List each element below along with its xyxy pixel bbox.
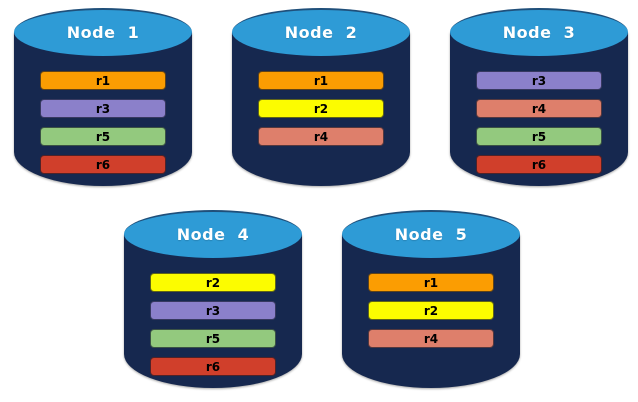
record-bar-r6[interactable]: r6 — [40, 155, 166, 174]
database-node-3[interactable]: Node 3 r3 r4 r5 r6 — [450, 8, 628, 186]
record-bar-r2[interactable]: r2 — [258, 99, 384, 118]
record-bar-r2[interactable]: r2 — [150, 273, 276, 292]
record-bar-r5[interactable]: r5 — [40, 127, 166, 146]
record-bar-r6[interactable]: r6 — [150, 357, 276, 376]
node-label: Node 4 — [176, 224, 250, 244]
record-bar-r2[interactable]: r2 — [368, 301, 494, 320]
cylinder-top-icon — [124, 210, 302, 258]
record-list: r1 r3 r5 r6 — [40, 71, 166, 174]
cylinder-top-icon — [450, 8, 628, 56]
record-list: r1 r2 r4 — [368, 273, 494, 348]
database-node-1[interactable]: Node 1 r1 r3 r5 r6 — [14, 8, 192, 186]
record-bar-r1[interactable]: r1 — [40, 71, 166, 90]
cylinder-top-icon — [14, 8, 192, 56]
record-bar-r4[interactable]: r4 — [368, 329, 494, 348]
node-label: Node 5 — [394, 224, 468, 244]
record-bar-r3[interactable]: r3 — [476, 71, 602, 90]
record-bar-r5[interactable]: r5 — [476, 127, 602, 146]
cylinder-top-icon — [232, 8, 410, 56]
record-bar-r4[interactable]: r4 — [476, 99, 602, 118]
record-list: r2 r3 r5 r6 — [150, 273, 276, 376]
record-list: r3 r4 r5 r6 — [476, 71, 602, 174]
record-list: r1 r2 r4 — [258, 71, 384, 146]
record-bar-r1[interactable]: r1 — [258, 71, 384, 90]
cylinder-top-icon — [342, 210, 520, 258]
database-node-5[interactable]: Node 5 r1 r2 r4 — [342, 210, 520, 388]
node-label: Node 2 — [284, 22, 358, 42]
database-node-2[interactable]: Node 2 r1 r2 r4 — [232, 8, 410, 186]
record-bar-r4[interactable]: r4 — [258, 127, 384, 146]
record-bar-r3[interactable]: r3 — [40, 99, 166, 118]
record-bar-r3[interactable]: r3 — [150, 301, 276, 320]
record-bar-r6[interactable]: r6 — [476, 155, 602, 174]
record-bar-r5[interactable]: r5 — [150, 329, 276, 348]
node-label: Node 3 — [502, 22, 576, 42]
record-bar-r1[interactable]: r1 — [368, 273, 494, 292]
node-label: Node 1 — [66, 22, 140, 42]
database-node-4[interactable]: Node 4 r2 r3 r5 r6 — [124, 210, 302, 388]
